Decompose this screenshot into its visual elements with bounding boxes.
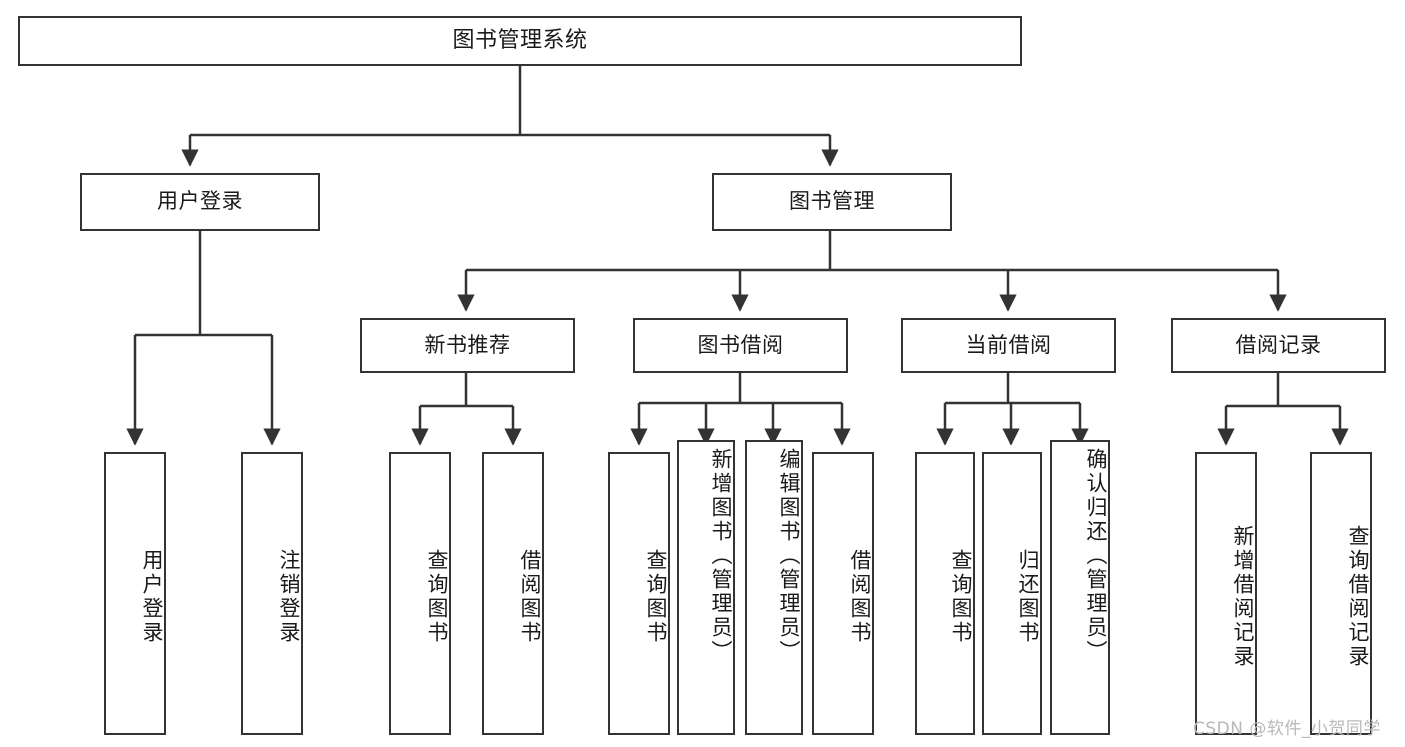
leaf-edit-book[interactable]: 编辑图书（管理员） [745, 440, 803, 735]
leaf-user-logout[interactable]: 注销登录 [241, 452, 303, 735]
leaf-query-book-1[interactable]: 查询图书 [389, 452, 451, 735]
leaf-query-record[interactable]: 查询借阅记录 [1310, 452, 1372, 735]
leaf-add-record[interactable]: 新增借阅记录 [1195, 452, 1257, 735]
node-user-login[interactable]: 用户登录 [80, 173, 320, 231]
node-current-borrow[interactable]: 当前借阅 [901, 318, 1116, 373]
leaf-confirm-return[interactable]: 确认归还（管理员） [1050, 440, 1110, 735]
leaf-borrow-book-1[interactable]: 借阅图书 [482, 452, 544, 735]
leaf-user-login[interactable]: 用户登录 [104, 452, 166, 735]
leaf-add-book[interactable]: 新增图书（管理员） [677, 440, 735, 735]
node-borrow-record[interactable]: 借阅记录 [1171, 318, 1386, 373]
leaf-query-book-3[interactable]: 查询图书 [915, 452, 975, 735]
node-book-borrow[interactable]: 图书借阅 [633, 318, 848, 373]
leaf-query-book-2[interactable]: 查询图书 [608, 452, 670, 735]
node-root[interactable]: 图书管理系统 [18, 16, 1022, 66]
leaf-return-book[interactable]: 归还图书 [982, 452, 1042, 735]
leaf-borrow-book-2[interactable]: 借阅图书 [812, 452, 874, 735]
csdn-watermark: CSDN @软件_小贺同学 [1193, 719, 1381, 739]
node-book-management[interactable]: 图书管理 [712, 173, 952, 231]
node-new-book-recommend[interactable]: 新书推荐 [360, 318, 575, 373]
